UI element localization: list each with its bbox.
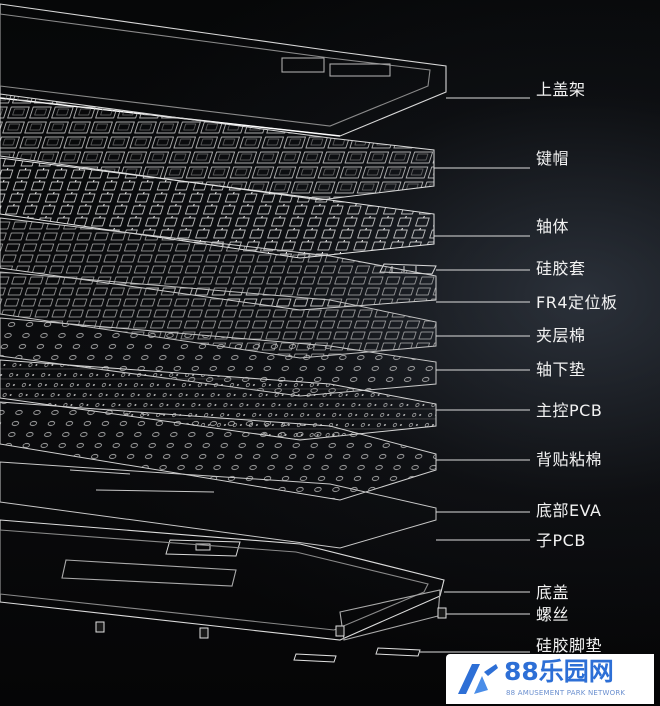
label-keycaps: 键帽 <box>536 149 570 168</box>
site-logo-icon <box>458 664 498 694</box>
label-bottom-case: 底盖 <box>536 583 570 602</box>
watermark-name: 88乐园网 <box>504 657 614 686</box>
leader-lines <box>420 97 530 653</box>
label-backing-foam: 背贴粘棉 <box>536 450 603 469</box>
label-bottom-eva: 底部EVA <box>536 501 602 520</box>
bottom-case-layer <box>0 519 445 641</box>
label-fr4-plate: FR4定位板 <box>536 293 618 312</box>
label-switches: 轴体 <box>536 217 570 236</box>
label-switch-pad: 轴下垫 <box>536 360 586 379</box>
daughter-pcb-part <box>165 539 241 557</box>
screws-part <box>95 607 447 639</box>
label-silicone-feet: 硅胶脚垫 <box>536 636 603 655</box>
site-watermark: 88乐园网 88 AMUSEMENT PARK NETWORK <box>446 654 654 704</box>
switch-pad-layer <box>0 317 437 397</box>
label-main-pcb: 主控PCB <box>536 401 603 420</box>
label-silicone-sleeve: 硅胶套 <box>536 259 586 278</box>
label-upper-frame: 上盖架 <box>536 80 586 99</box>
main-pcb-layer <box>0 359 437 441</box>
silicone-feet-part <box>293 647 421 663</box>
keycaps-layer <box>0 93 435 201</box>
backing-foam-layer <box>0 401 437 501</box>
switches-layer <box>0 157 435 259</box>
label-daughter-pcb: 子PCB <box>536 531 586 550</box>
label-sandwich-foam: 夹层棉 <box>536 326 586 345</box>
fr4-plate-layer <box>0 217 437 311</box>
watermark-subtitle: 88 AMUSEMENT PARK NETWORK <box>506 689 626 697</box>
label-screws: 螺丝 <box>536 605 570 624</box>
bottom-eva-layer <box>0 461 437 549</box>
sandwich-foam-layer <box>0 271 437 359</box>
